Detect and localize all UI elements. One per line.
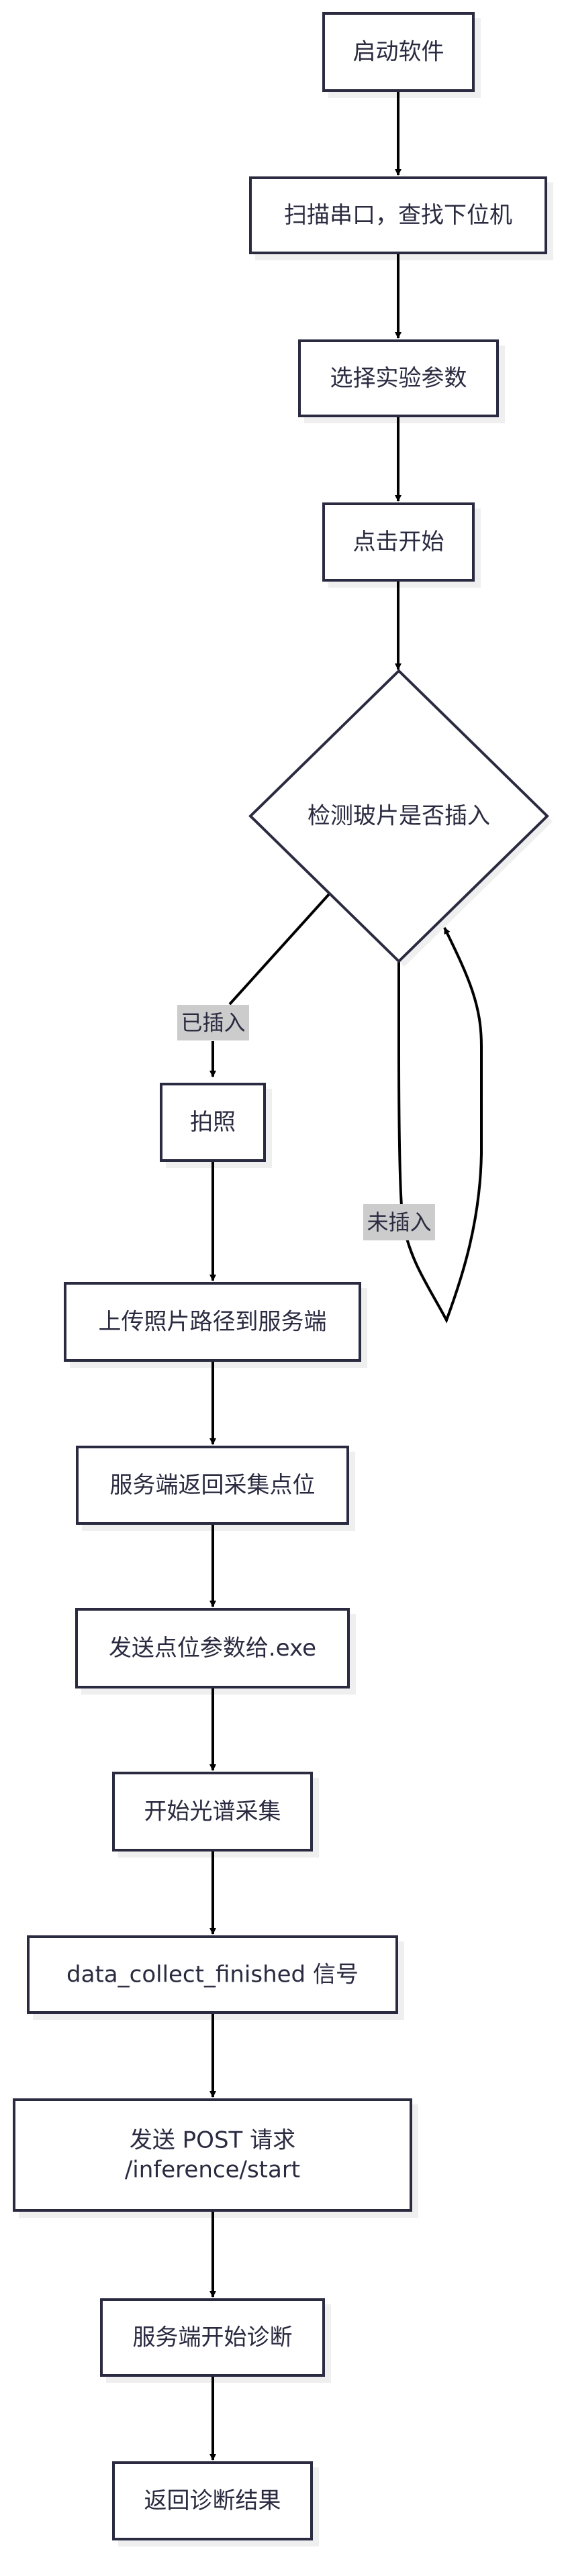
node-layer: 启动软件扫描串口，查找下位机选择实验参数点击开始检测玻片是否插入拍照上传照片路径… — [13, 12, 549, 2540]
node-label: 服务端开始诊断 — [133, 2324, 293, 2351]
node-server-return-points: 服务端返回采集点位 — [76, 1446, 349, 1525]
node-label: 拍照 — [190, 1109, 236, 1136]
node-label: 发送点位参数给.exe — [109, 1635, 316, 1662]
process-box — [27, 1935, 398, 2014]
node-start-spectrum: 开始光谱采集 — [112, 1772, 313, 1851]
process-box — [249, 176, 547, 254]
edge-label-inserted: 已插入 — [177, 1005, 249, 1040]
node-label: 检测玻片是否插入 — [308, 803, 490, 830]
edge-label-text: 未插入 — [367, 1210, 431, 1235]
node-send-post: 发送 POST 请求/inference/start — [13, 2098, 412, 2212]
node-return-result: 返回诊断结果 — [112, 2461, 313, 2540]
decision-diamond — [248, 669, 549, 963]
node-send-params-exe: 发送点位参数给.exe — [75, 1608, 350, 1688]
node-collect-finished-signal: data_collect_finished 信号 — [27, 1935, 398, 2014]
node-detect-slide: 检测玻片是否插入 — [248, 669, 549, 963]
edge-detect-slide-to-take-photo — [213, 893, 330, 1077]
node-label: 选择实验参数 — [330, 365, 467, 392]
process-box — [322, 502, 475, 582]
process-box — [64, 1282, 361, 1362]
node-server-diagnose: 服务端开始诊断 — [100, 2298, 325, 2377]
process-box — [112, 1772, 313, 1851]
edge-label-text: 已插入 — [181, 1010, 245, 1036]
node-click-start: 点击开始 — [322, 502, 475, 582]
edge-detect-slide-loop — [397, 927, 483, 1324]
process-box — [13, 2098, 412, 2212]
process-box — [100, 2298, 325, 2377]
process-box — [298, 339, 499, 417]
edge-label-not-inserted: 未插入 — [363, 1204, 435, 1240]
node-label: 发送 POST 请求 — [130, 2127, 295, 2154]
node-label: 启动软件 — [353, 39, 444, 66]
edge-layer — [213, 92, 483, 2461]
node-label: 返回诊断结果 — [144, 2487, 281, 2514]
node-scan-serial: 扫描串口，查找下位机 — [249, 176, 547, 254]
edge-label-background — [363, 1204, 435, 1240]
node-upload-path: 上传照片路径到服务端 — [64, 1282, 361, 1362]
process-box — [75, 1608, 350, 1688]
node-take-photo: 拍照 — [160, 1083, 266, 1162]
node-start-software: 启动软件 — [322, 12, 475, 92]
node-label: 上传照片路径到服务端 — [99, 1309, 327, 1336]
process-box — [322, 12, 475, 92]
node-label: 扫描串口，查找下位机 — [284, 202, 512, 229]
node-select-params: 选择实验参数 — [298, 339, 499, 417]
node-label: 开始光谱采集 — [144, 1799, 281, 1825]
process-box — [76, 1446, 349, 1525]
process-box — [112, 2461, 313, 2540]
node-label: /inference/start — [125, 2157, 300, 2184]
edge-label-background — [177, 1005, 249, 1040]
node-label: data_collect_finished 信号 — [66, 1962, 359, 1988]
process-box — [160, 1083, 266, 1162]
node-label: 服务端返回采集点位 — [110, 1472, 316, 1499]
node-label: 点击开始 — [353, 529, 444, 555]
